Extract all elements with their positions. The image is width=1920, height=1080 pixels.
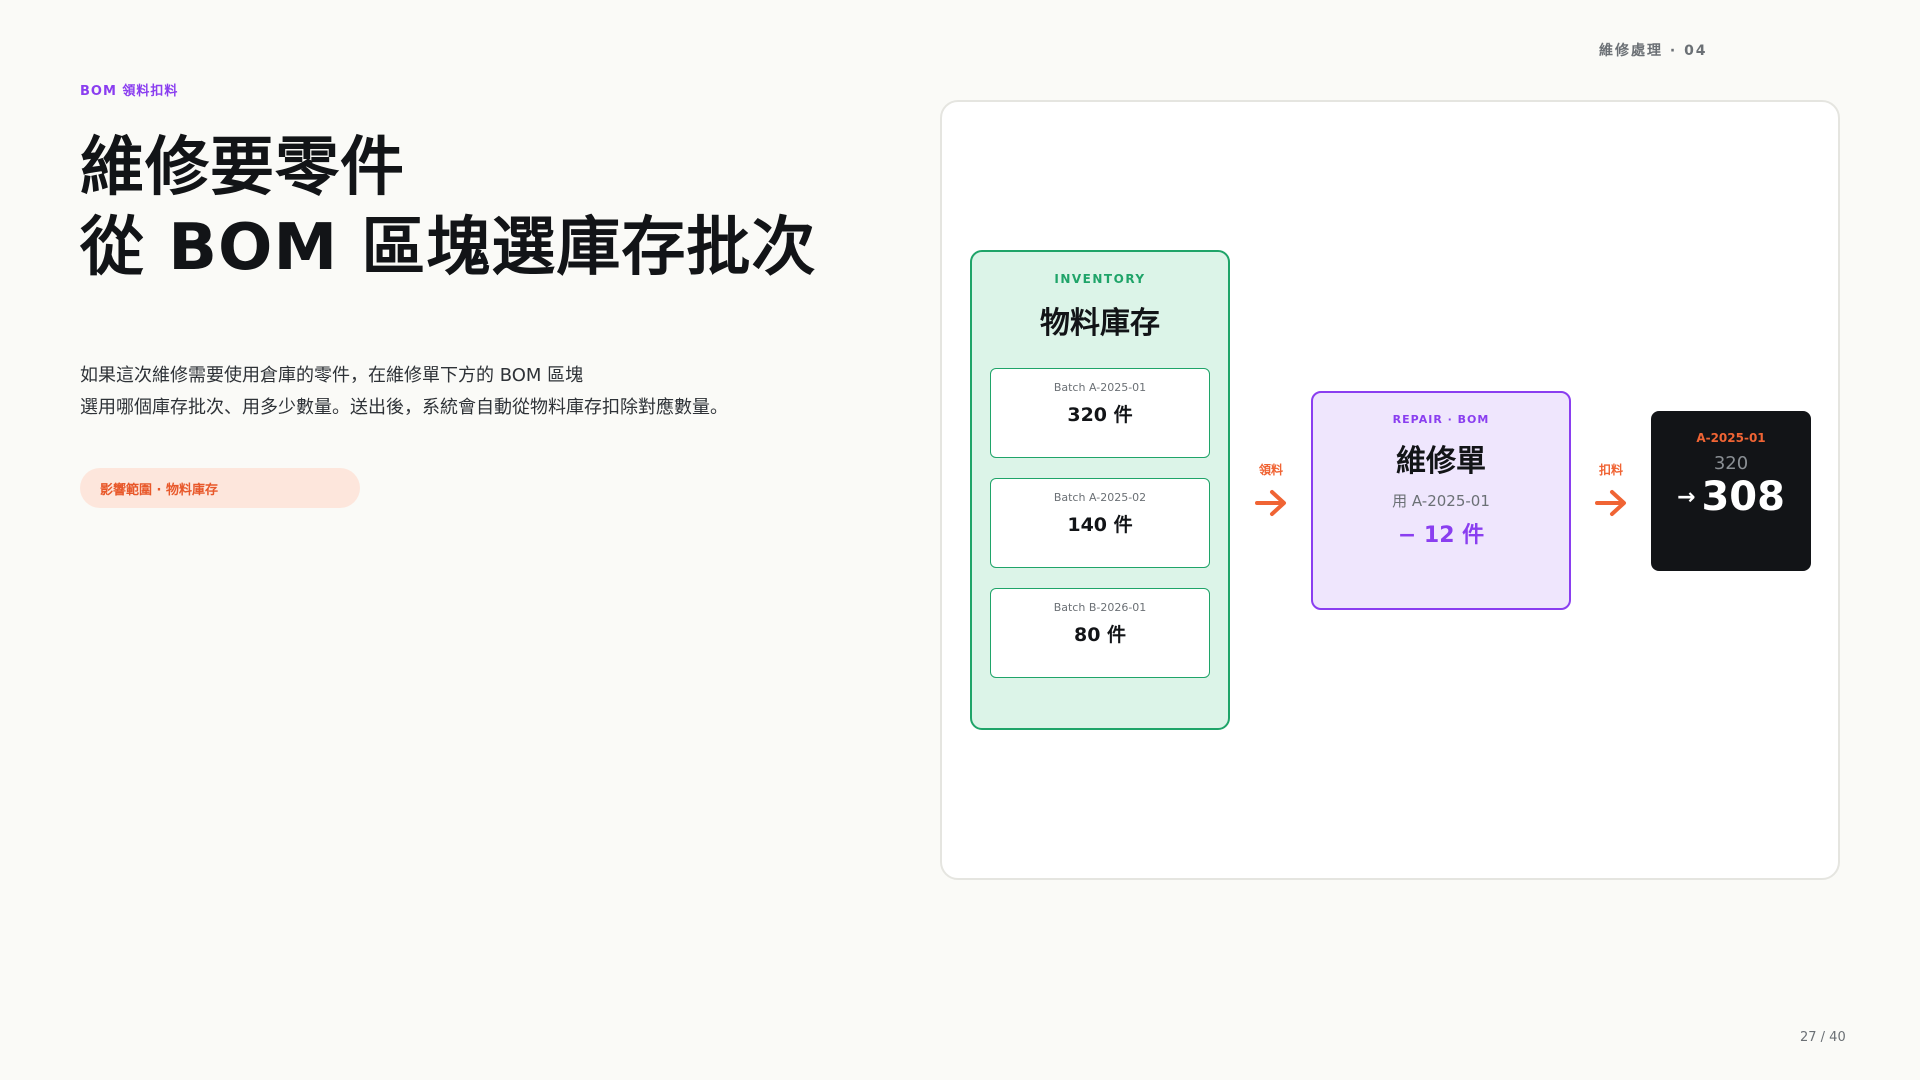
- batch-quantity: 140 件: [1067, 514, 1133, 536]
- right-arrow-icon: [1255, 490, 1286, 516]
- batch-card: Batch A-2025-02 140 件: [990, 478, 1210, 568]
- repair-title: 維修單: [1396, 444, 1486, 479]
- result-old-value: 320: [1713, 453, 1749, 474]
- repair-label: REPAIR · BOM: [1392, 413, 1490, 426]
- page-number: 27 / 40: [1800, 1030, 1846, 1045]
- section-tag: 維修處理 · 04: [1599, 43, 1708, 59]
- scope-pill: 影響範圍 · 物料庫存: [80, 468, 360, 508]
- page-title-line-2: 從 BOM 區塊選庫存批次: [80, 211, 817, 285]
- right-arrow-icon: [1595, 490, 1626, 516]
- result-new-row: → 308: [1651, 474, 1811, 520]
- result-batch-label: A-2025-01: [1696, 431, 1766, 445]
- result-new-value: 308: [1701, 474, 1785, 520]
- body-description: 如果這次維修需要使用倉庫的零件，在維修單下方的 BOM 區塊 選用哪個庫存批次、…: [80, 360, 728, 424]
- batch-card: Batch B-2026-01 80 件: [990, 588, 1210, 678]
- pick-arrow-label: 領料: [1258, 463, 1283, 477]
- body-line-1: 如果這次維修需要使用倉庫的零件，在維修單下方的 BOM 區塊: [80, 365, 584, 386]
- batch-label: Batch A-2025-01: [1053, 381, 1147, 394]
- body-line-2: 選用哪個庫存批次、用多少數量。送出後，系統會自動從物料庫存扣除對應數量。: [80, 397, 728, 418]
- batch-label: Batch A-2025-02: [1053, 491, 1147, 504]
- eyebrow-label: BOM 領料扣料: [80, 84, 179, 99]
- inventory-title: 物料庫存: [1040, 306, 1160, 341]
- repair-batch-used: 用 A-2025-01: [1392, 492, 1490, 510]
- result-card: A-2025-01 320 → 308: [1651, 411, 1811, 571]
- batch-quantity: 80 件: [1073, 624, 1127, 646]
- page-title: 維修要零件 從 BOM 區塊選庫存批次: [80, 128, 816, 288]
- repair-bom-card: REPAIR · BOM 維修單 用 A-2025-01 − 12 件: [1311, 391, 1571, 610]
- result-arrow-icon: →: [1677, 484, 1696, 510]
- batch-quantity: 320 件: [1067, 404, 1133, 426]
- inventory-label: INVENTORY: [1054, 272, 1146, 286]
- repair-quantity-delta: − 12 件: [1397, 523, 1485, 548]
- batch-card: Batch A-2025-01 320 件: [990, 368, 1210, 458]
- deduct-arrow-label: 扣料: [1598, 463, 1623, 477]
- batch-label: Batch B-2026-01: [1053, 601, 1147, 614]
- page-title-line-1: 維修要零件: [80, 131, 405, 205]
